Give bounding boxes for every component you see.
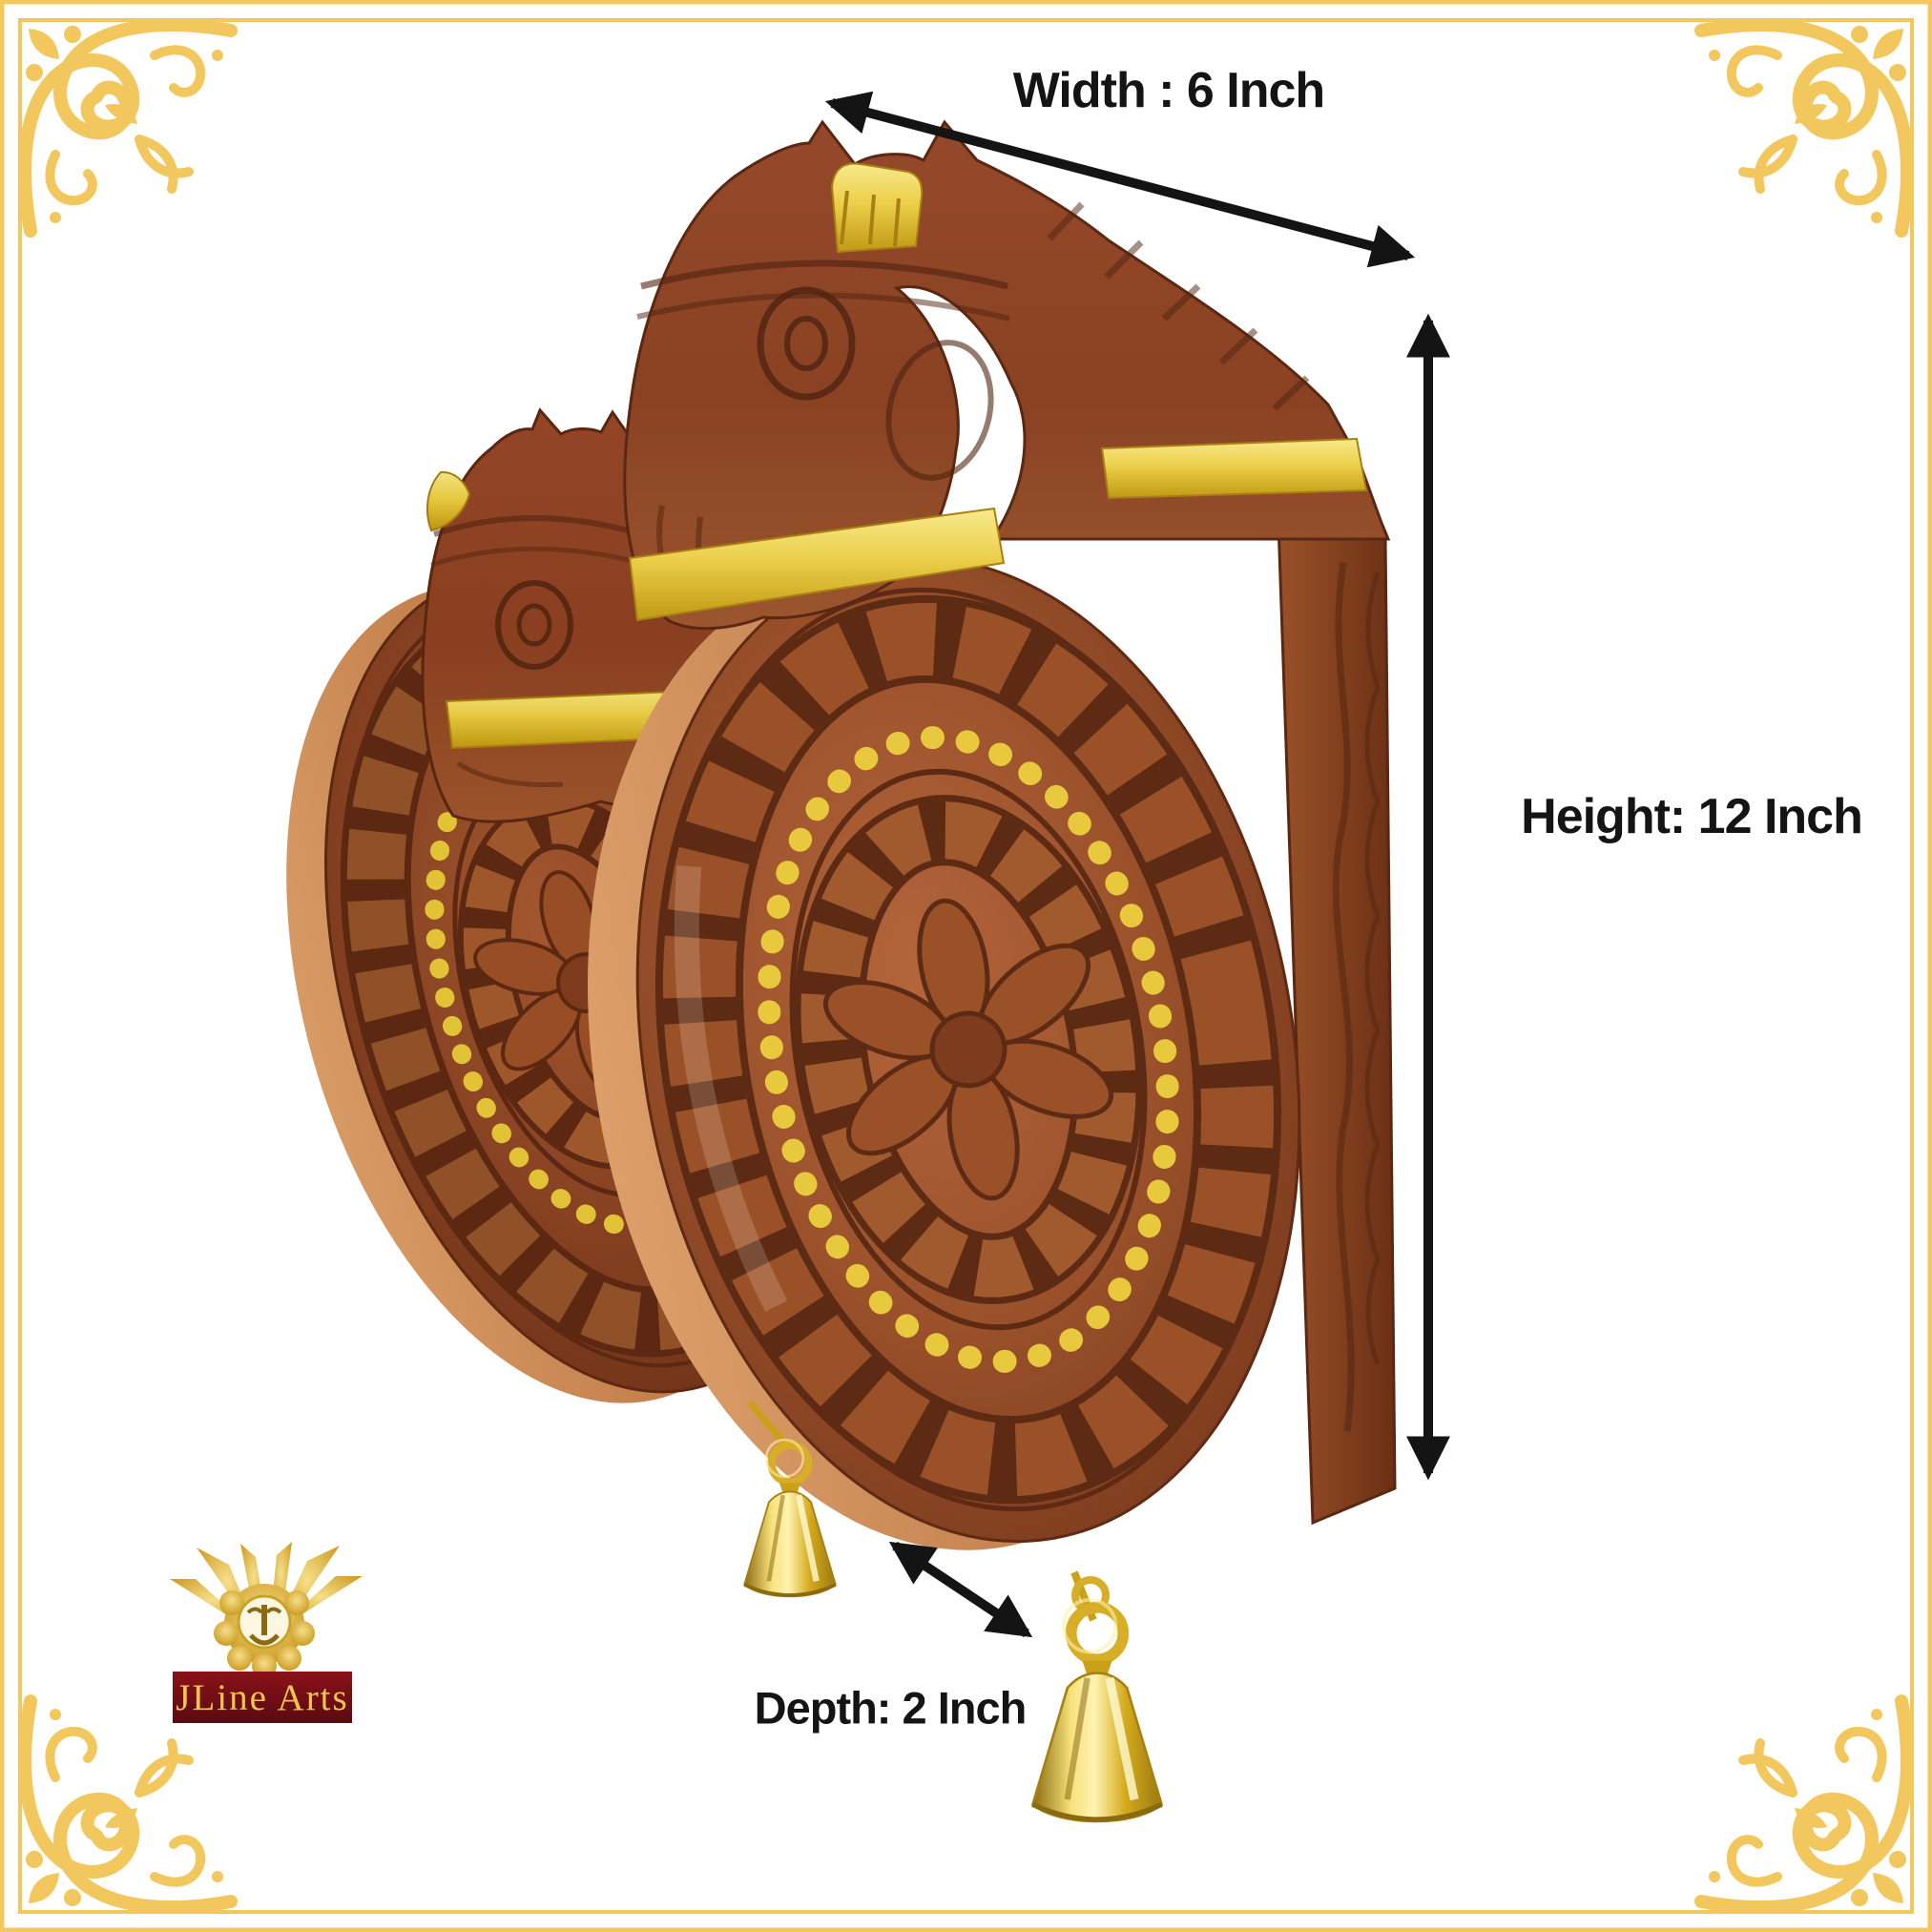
height-dimension-label: Height: 12 Inch bbox=[1521, 789, 1863, 844]
width-arrow bbox=[824, 91, 1416, 268]
depth-arrow bbox=[888, 1541, 1033, 1638]
brand-banner: JLine Arts bbox=[173, 1672, 352, 1723]
brass-bell-left bbox=[744, 1400, 836, 1596]
gold-neck-band-right bbox=[1100, 437, 1368, 500]
gold-crown-left bbox=[426, 470, 471, 532]
corner-flourish-top-left bbox=[25, 25, 231, 231]
brass-bell-right bbox=[1032, 1570, 1161, 1821]
corner-flourish-bottom-right bbox=[1701, 1701, 1907, 1907]
dimension-arrows bbox=[824, 91, 1450, 1638]
corner-flourish-bottom-left bbox=[25, 1701, 231, 1907]
gold-muzzle-band-right bbox=[628, 507, 1006, 622]
width-dimension-label: Width : 6 Inch bbox=[1012, 63, 1325, 118]
corner-flourish-top-right bbox=[1701, 25, 1907, 231]
depth-dimension-label: Depth: 2 Inch bbox=[754, 1682, 1028, 1734]
brand-name: JLine Arts bbox=[176, 1676, 349, 1718]
horse-bracket-right bbox=[588, 119, 1397, 1550]
brand-logo-lion-icon bbox=[170, 1542, 363, 1678]
